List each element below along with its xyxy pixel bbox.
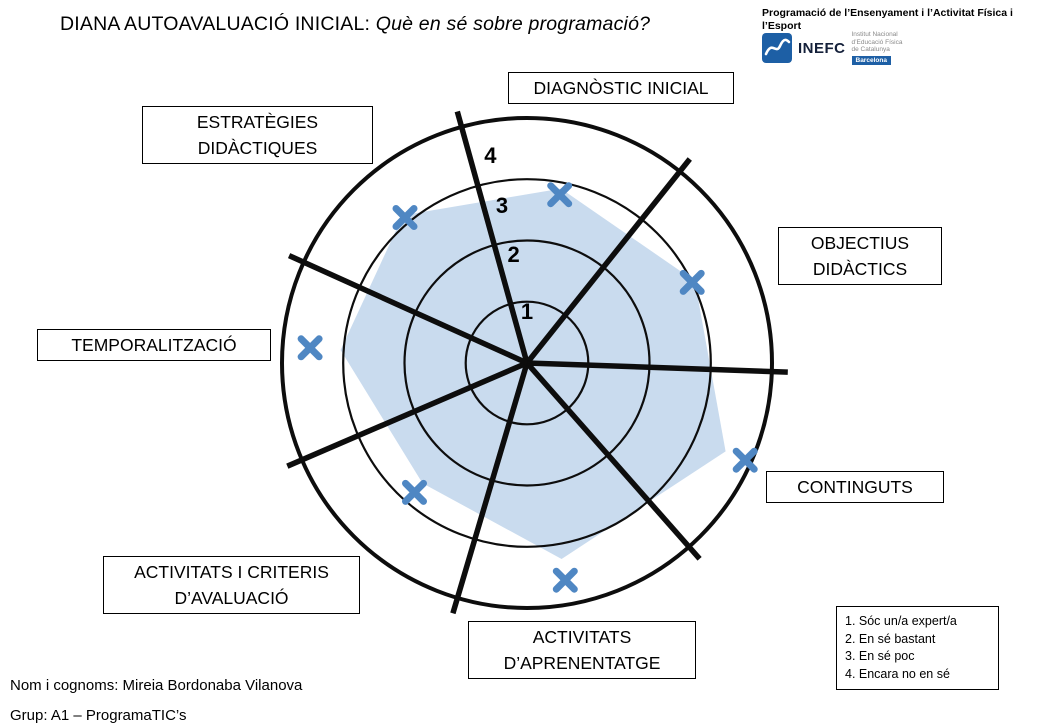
student-name-line: Nom i cognoms: Mireia Bordonaba Vilanova	[10, 677, 303, 694]
ring-3	[342, 178, 712, 548]
title-main: DIANA AUTOAVALUACIÓ INICIAL:	[60, 13, 376, 35]
spoke-0	[454, 110, 530, 364]
category-label-estrategies-didactiques: ESTRATÈGIES DIDÀCTIQUES	[142, 106, 373, 164]
logo-subtitle-line: de Catalunya	[851, 46, 890, 53]
legend-item: 2. En sé bastant	[845, 631, 936, 646]
ring-label-3: 3	[496, 193, 508, 218]
marker-x-6	[392, 205, 418, 230]
spoke-1	[524, 157, 692, 365]
marker-x-0	[547, 182, 573, 208]
ring-label-1: 1	[521, 299, 533, 324]
marker-x-3	[552, 567, 578, 593]
category-label-objectius-didactics: OBJECTIUS DIDÀCTICS	[778, 227, 942, 285]
marker-x-2	[732, 447, 758, 473]
category-label-activitats-aprenentatge: ACTIVITATS D’APRENENTATGE	[468, 621, 696, 679]
course-name: Programació de l’Ensenyament i l’Activit…	[762, 7, 1013, 32]
spoke-5	[286, 360, 529, 469]
logo-subtitle-line: Institut Nacional	[851, 31, 898, 38]
legend-item: 3. En sé poc	[845, 649, 915, 663]
spoke-2	[526, 360, 788, 375]
scale-legend: 1. Sóc un/a expert/a 2. En sé bastant 3.…	[836, 606, 999, 690]
spoke-6	[287, 253, 529, 366]
category-label-activitats-criteris-avaluacio: ACTIVITATS I CRITERIS D’AVALUACIÓ	[103, 556, 360, 614]
inefc-logo: INEFC Institut Nacional d’Educació Físic…	[762, 31, 902, 65]
title-question: Què en sé sobre programació?	[375, 13, 651, 35]
logo-subtitle: Institut Nacional d’Educació Física de C…	[851, 31, 903, 65]
legend-item: 1. Sóc un/a expert/a	[845, 614, 957, 628]
logo-city: Barcelona	[851, 55, 891, 65]
category-label-continguts: CONTINGUTS	[766, 471, 944, 503]
category-label-diagnostic-inicial: DIAGNÒSTIC INICIAL	[508, 72, 734, 104]
ring-label-4: 4	[484, 143, 497, 168]
logo-subtitle-line: d’Educació Física	[851, 38, 903, 46]
ring-2	[403, 239, 651, 487]
ring-label-2: 2	[507, 242, 519, 267]
spoke-4	[450, 362, 530, 615]
marker-x-4	[402, 479, 427, 505]
ring-4	[280, 116, 774, 610]
logo-wordmark: INEFC	[798, 39, 846, 57]
spoke-3	[524, 361, 702, 561]
inefc-logo-icon	[762, 33, 792, 63]
legend-item: 4. Encara no en sé	[845, 666, 950, 681]
marker-x-1	[679, 269, 705, 295]
page-title: DIANA AUTOAVALUACIÓ INICIAL: Què en sé s…	[60, 13, 650, 36]
marker-x-5	[297, 335, 323, 361]
category-label-temporalitzacio: TEMPORALITZACIÓ	[37, 329, 271, 361]
group-line: Grup: A1 – ProgramaTIC’s	[10, 707, 187, 724]
